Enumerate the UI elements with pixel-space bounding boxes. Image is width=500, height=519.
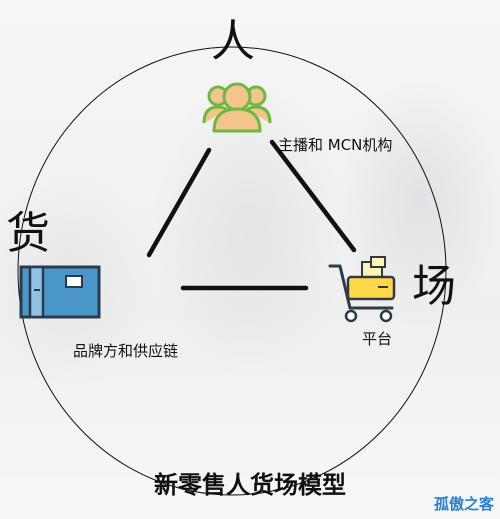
diagram-title: 新零售人货场模型 [154, 471, 346, 499]
person-char: 人 [211, 16, 255, 67]
watermark: 孤傲之客 [434, 495, 495, 513]
package-box-icon [19, 265, 101, 319]
goods-label: 品牌方和供应链 [73, 342, 178, 360]
edge-person-goods [146, 147, 212, 258]
person-label: 主播和 MCN机构 [278, 136, 392, 154]
goods-char: 货 [6, 208, 50, 259]
place-label: 平台 [362, 330, 392, 348]
shopping-cart-icon [328, 256, 396, 323]
outer-circle [17, 46, 447, 496]
user-group-icon [202, 82, 272, 133]
edge-person-place [269, 139, 357, 253]
place-char: 场 [412, 261, 456, 312]
